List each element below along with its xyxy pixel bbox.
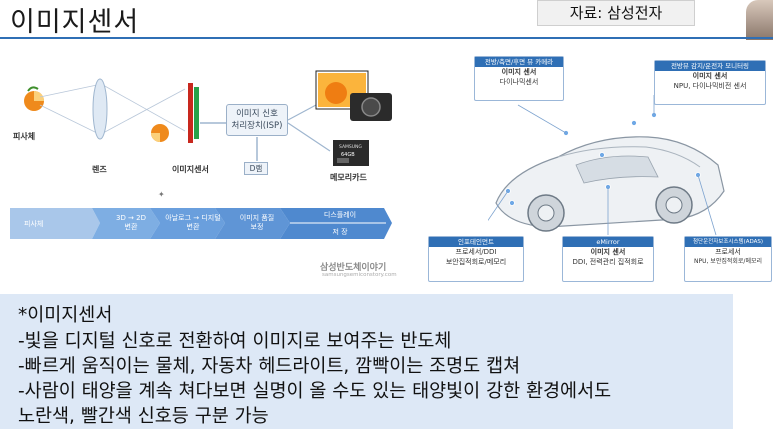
- flow-step-3d2d-line1: 3D → 2D: [115, 214, 146, 222]
- source-label: 자료: 삼성전자: [537, 0, 695, 26]
- flow-step-storage: 저 장: [332, 228, 348, 236]
- title-divider: [0, 37, 773, 39]
- callout-infotainment: 인포테인먼트 프로세서/DDI 보안집적회로/메모리: [428, 236, 524, 282]
- presenter-video-thumbnail: [746, 0, 773, 40]
- subject-label: 피사체: [13, 132, 36, 141]
- camera-icon: [315, 70, 392, 121]
- isp-box: 이미지 신호 처리장치(ISP): [226, 104, 288, 136]
- callout-front-camera-line: 다이나믹센서: [499, 78, 539, 86]
- flow-step-quality: 이미지 품질 보정: [228, 214, 286, 232]
- callout-driver-monitor-title: 이미지 센서: [692, 72, 728, 80]
- notes-line-3: -사람이 태양을 계속 쳐다보면 실명이 올 수도 있는 태양빛이 강한 환경에…: [18, 381, 612, 402]
- sensor-bar-green: [194, 87, 199, 139]
- dram-box: D램: [244, 162, 268, 175]
- callout-driver-monitor-header: 전방뷰 감지/운전자 모니터링: [655, 61, 765, 71]
- flow-step-display: 디스플레이: [323, 211, 357, 219]
- flow-step-adc: 아날로그 → 디지털 변환: [162, 214, 224, 232]
- notes-heading: *이미지센서: [18, 305, 113, 326]
- flow-step-quality-line2: 보정: [250, 223, 264, 231]
- callout-front-camera: 전방/측면/후면 뷰 카메라 이미지 센서 다이나믹센서: [474, 56, 564, 101]
- callout-leaders: [488, 95, 717, 236]
- page-title: 이미지센서: [10, 7, 140, 38]
- isp-label-line1: 이미지 신호: [236, 109, 278, 119]
- image-sensor-diagram: ✦: [10, 70, 392, 239]
- flow-step-3d2d-line2: 변환: [124, 223, 138, 231]
- notes-line-2: -빠르게 움직이는 물체, 자동차 헤드라이트, 깜빡이는 조명도 캡쳐: [18, 356, 521, 377]
- memory-card-brand: SAMSUNG: [339, 145, 362, 150]
- callout-driver-monitor-line: NPU, 다이나믹비전 센서: [673, 82, 747, 90]
- flow-step-adc-line1: 아날로그 → 디지털: [165, 214, 221, 222]
- flow-step-quality-line1: 이미지 품질: [239, 214, 275, 222]
- flow-step-3d2d: 3D → 2D 변환: [106, 214, 156, 232]
- notes-line-4: 노란색, 빨간색 신호등 구분 가능: [18, 406, 269, 427]
- callout-emirror-title: 이미지 센서: [590, 248, 626, 256]
- callout-emirror-header: eMirror: [563, 237, 653, 247]
- flow-step-subject: 피사체: [24, 220, 44, 228]
- lens-icon: [92, 78, 108, 140]
- callout-adas-header: 첨단운전자보조시스템(ADAS): [685, 237, 771, 247]
- process-flow: 피사체 3D → 2D 변환 아날로그 → 디지털 변환 이미지 품질 보정 디…: [10, 204, 380, 248]
- watermark-url: samsungsemiconstory.com: [322, 272, 397, 278]
- flow-step-adc-line2: 변환: [186, 223, 200, 231]
- memory-card-capacity: 64GB: [341, 152, 355, 158]
- subject-fruit-icon: [24, 86, 44, 111]
- callout-emirror-line: DDI, 전력관리 집적회로: [572, 258, 644, 266]
- sensor-bar-red: [188, 83, 193, 143]
- callout-infotainment-header: 인포테인먼트: [429, 237, 523, 247]
- callout-adas-line1: 프로세서: [715, 248, 741, 256]
- image-sensor-label: 이미지센서: [172, 165, 209, 174]
- callout-adas-line2: NPU, 보안집적회로/메모리: [693, 258, 762, 265]
- notes-line-1: -빛을 디지털 신호로 전환하여 이미지로 보여주는 반도체: [18, 331, 452, 352]
- memory-card-label: 메모리카드: [330, 173, 367, 182]
- callout-infotainment-line2: 보안집적회로/메모리: [445, 258, 507, 266]
- callout-front-camera-header: 전방/측면/후면 뷰 카메라: [475, 57, 563, 67]
- memory-connector: [287, 104, 331, 152]
- memory-card-icon: [333, 140, 369, 166]
- lens-label: 렌즈: [92, 165, 107, 174]
- light-rays: [39, 84, 186, 134]
- notes-panel: *이미지센서 -빛을 디지털 신호로 전환하여 이미지로 보여주는 반도체 -빠…: [0, 294, 733, 429]
- projected-image-icon: [151, 124, 169, 142]
- callout-front-camera-title: 이미지 센서: [501, 68, 537, 76]
- callout-adas: 첨단운전자보조시스템(ADAS) 프로세서 NPU, 보안집적회로/메모리: [684, 236, 772, 282]
- car-illustration: [488, 95, 725, 236]
- callout-emirror: eMirror 이미지 센서 DDI, 전력관리 집적회로: [562, 236, 654, 282]
- callout-driver-monitor: 전방뷰 감지/운전자 모니터링 이미지 센서 NPU, 다이나믹비전 센서: [654, 60, 766, 105]
- isp-label-line2: 처리장치(ISP): [231, 121, 283, 131]
- watermark-text: 삼성반도체이야기: [320, 263, 387, 273]
- sparkle-icon: ✦: [158, 190, 165, 199]
- process-flow-arrows: [10, 208, 392, 239]
- callout-infotainment-line1: 프로세서/DDI: [455, 248, 497, 256]
